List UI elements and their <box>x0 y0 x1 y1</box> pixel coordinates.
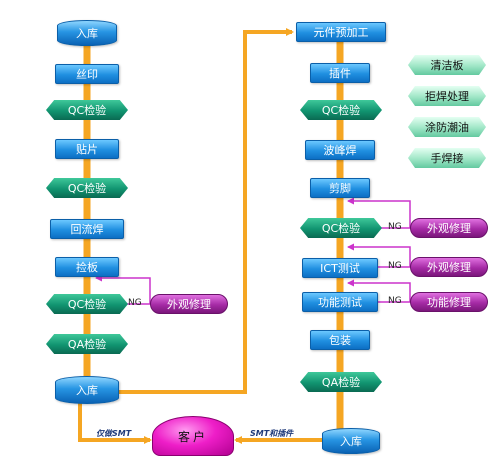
label-smt-only: 仅做SMT <box>96 429 132 438</box>
ng-label-left: NG <box>128 298 142 308</box>
node-customer: 客户 <box>152 416 234 456</box>
node-reflow: 回流焊 <box>50 219 124 239</box>
rework-loop-right-1 <box>347 197 411 229</box>
repair-appearance-right-2: 外观修理 <box>410 257 488 277</box>
legend-hand-solder: 手焊接 <box>408 148 486 168</box>
node-ict: ICT测试 <box>302 258 378 278</box>
node-qc-3: QC检验 <box>46 294 128 314</box>
repair-appearance-right-1: 外观修理 <box>410 218 488 238</box>
node-preprocess: 元件预加工 <box>296 22 386 42</box>
node-qa-right: QA检验 <box>300 372 382 392</box>
node-pick: 捡板 <box>55 257 119 277</box>
node-qc-right-2: QC检验 <box>300 218 382 238</box>
node-func-test: 功能测试 <box>302 292 378 312</box>
label-smt-and-insert: SMT和插件 <box>250 429 294 438</box>
ng-label-right-3: NG <box>388 296 402 306</box>
ng-label-right-1: NG <box>388 222 402 232</box>
repair-function-right: 功能修理 <box>410 292 488 312</box>
node-qc-2: QC检验 <box>46 178 128 198</box>
node-pack: 包装 <box>310 330 370 350</box>
legend-clean-board: 清洁板 <box>408 55 486 75</box>
arrow-smt-only <box>78 400 152 444</box>
repair-appearance-left: 外观修理 <box>150 294 228 314</box>
node-silk-print: 丝印 <box>55 64 119 84</box>
node-warehouse-in-bottom: 入库 <box>55 376 119 404</box>
rework-loop-left <box>95 274 151 305</box>
rework-loop-right-3 <box>347 279 411 303</box>
legend-moisture-coating: 涂防潮油 <box>408 117 486 137</box>
ng-label-right-2: NG <box>388 261 402 271</box>
node-warehouse-in-top: 入库 <box>57 20 117 46</box>
node-warehouse-in-right: 入库 <box>322 428 380 454</box>
node-qa: QA检验 <box>46 334 128 354</box>
rework-loop-right-2 <box>347 243 411 268</box>
node-cut: 剪脚 <box>310 178 370 198</box>
node-insert: 插件 <box>310 63 370 83</box>
node-wave: 波峰焊 <box>305 140 375 160</box>
arrow-to-preprocess <box>110 28 294 394</box>
legend-reject-solder: 拒焊处理 <box>408 86 486 106</box>
node-qc-right-1: QC检验 <box>300 100 382 120</box>
node-placement: 贴片 <box>55 139 119 159</box>
node-qc-1: QC检验 <box>46 100 128 120</box>
